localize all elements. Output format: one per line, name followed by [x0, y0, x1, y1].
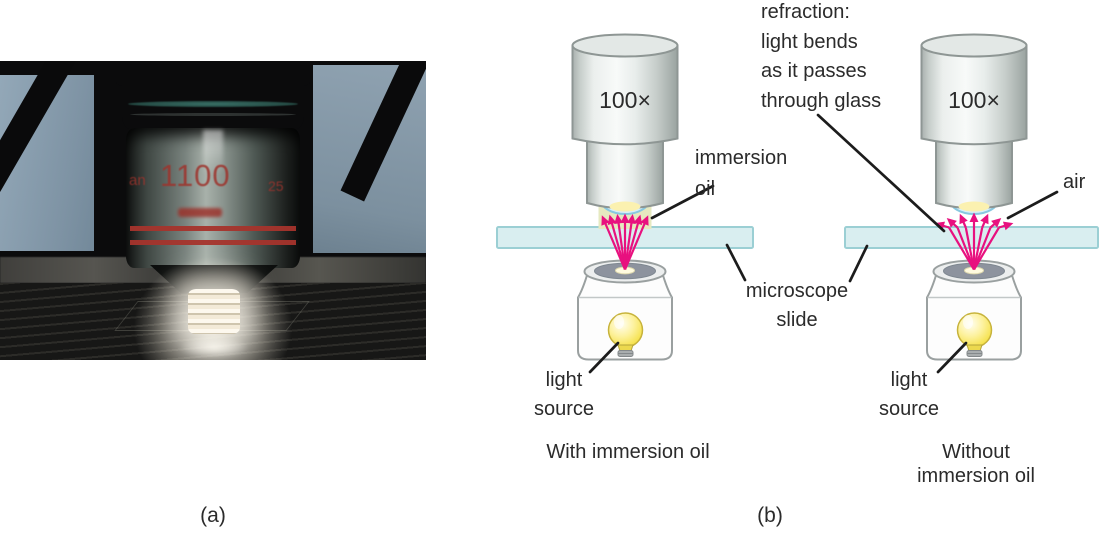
caption-with-oil: With immersion oil — [546, 441, 710, 463]
objective-left — [571, 33, 679, 215]
photo-objective-barrel: an 1100 25 — [126, 128, 300, 268]
photo-red-stripe-2 — [130, 240, 296, 245]
photo-red-logo — [178, 208, 222, 217]
rays-without-oil — [934, 212, 1014, 271]
pointer-light-left — [588, 341, 620, 374]
pointer-refraction — [816, 113, 946, 233]
microscope-slide-label: microscope slide — [745, 280, 849, 331]
photo-barrel-text-small: 25 — [268, 178, 284, 194]
rays-with-oil — [601, 213, 649, 270]
photo-barrel-text-main: 1100 — [160, 158, 231, 193]
objective-label-left: 100× — [599, 87, 651, 113]
photo-objective-cap — [122, 61, 304, 131]
photo-gray-ring — [130, 113, 296, 116]
pointer-air — [1006, 190, 1059, 220]
caption-without-oil: Without immersion oil — [917, 441, 1035, 487]
panel-a-label: (a) — [200, 504, 226, 527]
photo-barrel-text-left: an — [129, 172, 146, 189]
light-source-label-left: light source — [533, 369, 595, 420]
objective-label-right: 100× — [948, 87, 1000, 113]
refraction-note: refraction: light bends as it passes thr… — [761, 1, 882, 112]
immersion-oil-label: immersion oil — [695, 147, 788, 200]
light-source-right — [926, 259, 1022, 361]
light-source-left — [577, 259, 673, 361]
pointer-slide-left — [725, 243, 747, 282]
slide-right — [844, 226, 1099, 249]
photo-tip-reflection — [176, 335, 252, 359]
objective-right — [920, 33, 1028, 215]
panel-b-label: (b) — [757, 504, 783, 527]
diagram-panel-b — [496, 33, 1099, 374]
photo-red-stripe-1 — [130, 226, 296, 231]
photo-barrel-highlight — [202, 130, 224, 175]
pointer-oil — [650, 184, 715, 220]
light-source-label-right: light source — [878, 369, 940, 420]
photo-panel-a: an 1100 25 — [0, 61, 426, 360]
air-label: air — [1063, 171, 1086, 193]
photo-green-ring — [128, 101, 298, 107]
pointer-light-right — [936, 341, 968, 374]
photo-objective-tip — [188, 289, 240, 334]
pointer-slide-right — [848, 244, 869, 283]
